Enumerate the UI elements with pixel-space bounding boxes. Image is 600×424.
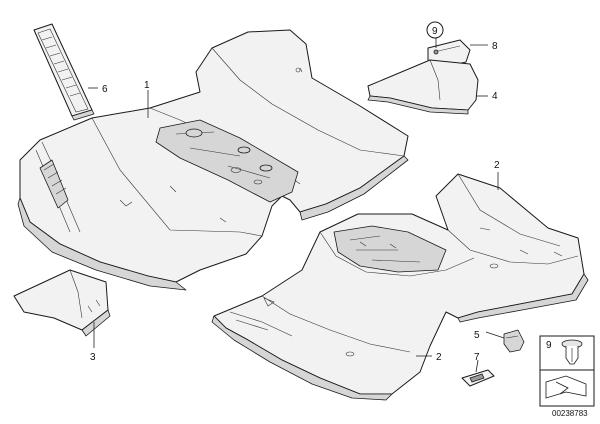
callout-6: 6 <box>102 84 108 95</box>
clip-part <box>503 329 525 353</box>
push-rivet-icon <box>561 339 583 365</box>
legend-box: 9 <box>539 335 595 407</box>
callout-8: 8 <box>492 41 498 52</box>
rear-floor-carpet-part <box>211 173 589 401</box>
insulation-pad-part <box>367 59 479 115</box>
small-pad-part <box>13 269 111 337</box>
clip-button-part <box>461 369 495 387</box>
callout-9: 9 <box>432 26 438 37</box>
diagram-code: 00238783 <box>552 409 588 418</box>
leader-lines <box>88 38 505 373</box>
callout-9-circle <box>426 21 444 39</box>
callout-2-upper: 2 <box>494 160 500 171</box>
callout-7: 7 <box>474 352 480 363</box>
callout-3: 3 <box>90 352 96 363</box>
callout-5: 5 <box>474 330 480 341</box>
arrow-symbol-icon <box>545 375 587 399</box>
legend-callout-9: 9 <box>546 340 552 351</box>
floor-mat-strip-part <box>33 23 95 121</box>
front-floor-carpet-part <box>17 29 409 291</box>
callout-1: 1 <box>144 80 150 91</box>
callout-labels: 6 1 9 8 4 2 3 2 5 7 <box>90 21 500 363</box>
callout-2-lower: 2 <box>436 352 442 363</box>
callout-4: 4 <box>492 91 498 102</box>
